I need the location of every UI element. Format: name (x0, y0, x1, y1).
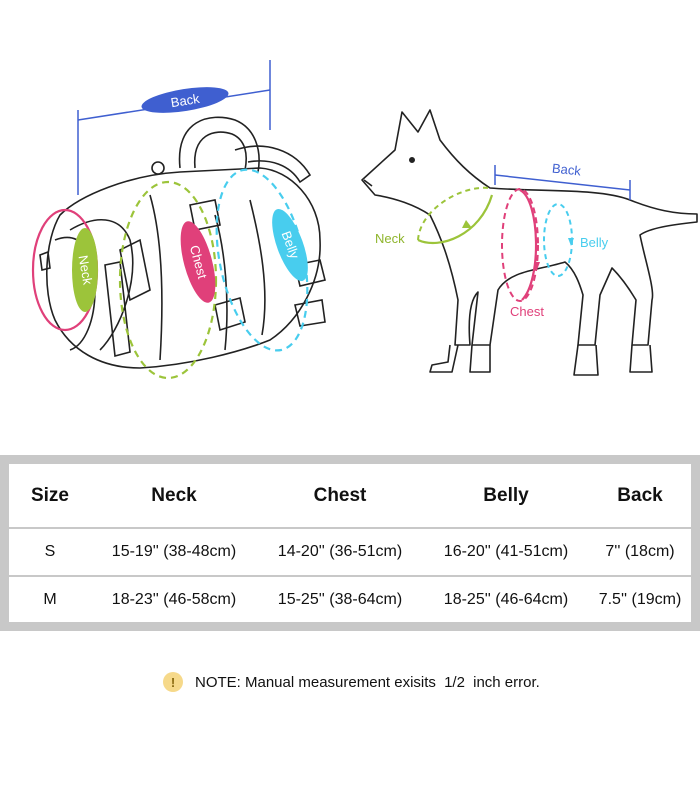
harness-back-label: Back (170, 91, 201, 110)
row-size: M (43, 591, 57, 608)
harness-belly-loop (215, 168, 309, 352)
table-header-row: Size Neck Chest Belly Back (9, 464, 691, 529)
table-row: M 18-23'' (46-58cm) 15-25'' (38-64cm) 18… (9, 577, 691, 623)
harness-neck-loop (31, 208, 99, 332)
row-chest: 15-25'' (38-64cm) (277, 591, 403, 608)
measurement-illustration: Back Neck Chest Belly Back Neck (31, 60, 698, 380)
row-back: 7.5'' (19cm) (598, 591, 682, 608)
measurement-note: ! NOTE: Manual measurement exisits 1/2 i… (163, 672, 544, 692)
dog-neck-label: Neck (375, 231, 405, 246)
table-row: S 15-19'' (38-48cm) 14-20'' (36-51cm) 16… (9, 529, 691, 577)
dog-belly-label: Belly (580, 235, 609, 250)
dog-drawing (361, 109, 698, 376)
size-table: Size Neck Chest Belly Back S 15-19'' (38… (0, 455, 700, 631)
header-belly: Belly (483, 484, 529, 506)
dog-back-label: Back (551, 161, 582, 179)
row-size: S (44, 543, 56, 560)
note-fraction: 1/2 (444, 673, 465, 691)
header-back: Back (617, 484, 663, 506)
row-belly: 18-25'' (46-64cm) (443, 591, 569, 608)
dog-back-dimension (494, 165, 631, 200)
harness-chest-loop (118, 180, 218, 380)
row-chest: 14-20'' (36-51cm) (277, 543, 403, 560)
row-back: 7'' (18cm) (605, 543, 675, 560)
harness-back-dimension (77, 60, 271, 195)
row-neck: 18-23'' (46-58cm) (111, 591, 237, 608)
note-text: NOTE: Manual measurement exisits 1/2 inc… (195, 674, 544, 691)
warning-icon: ! (163, 672, 183, 692)
dog-chest-label: Chest (510, 304, 544, 319)
dog-neck-loop (417, 186, 494, 245)
dog-belly-loop (543, 203, 574, 277)
header-chest: Chest (313, 484, 367, 506)
row-belly: 16-20'' (41-51cm) (443, 543, 569, 560)
size-table-body: Size Neck Chest Belly Back S 15-19'' (38… (9, 464, 691, 622)
note-prefix: NOTE: Manual measurement exisits (195, 673, 436, 691)
note-suffix: inch error. (473, 673, 540, 691)
header-neck: Neck (151, 484, 197, 506)
dog-chest-loop (501, 188, 540, 302)
harness-neck-label: Neck (76, 254, 96, 286)
row-neck: 15-19'' (38-48cm) (111, 543, 237, 560)
header-size: Size (30, 484, 70, 506)
